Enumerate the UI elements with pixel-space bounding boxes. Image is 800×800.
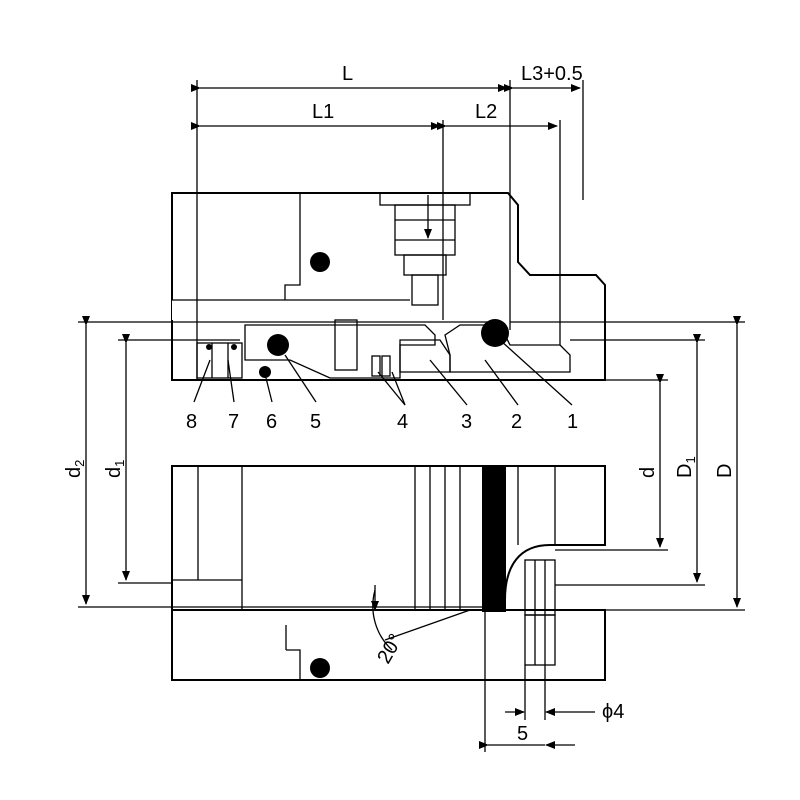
leader-lines bbox=[193, 339, 573, 406]
part-8: 8 bbox=[186, 411, 197, 433]
part-6: 6 bbox=[266, 411, 277, 433]
label-d2: d2 bbox=[63, 460, 87, 478]
part-2: 2 bbox=[511, 411, 522, 433]
seat-o-ring bbox=[481, 319, 509, 347]
label-D1: D1 bbox=[674, 456, 698, 478]
part-3: 3 bbox=[461, 411, 472, 433]
label-L: L bbox=[342, 63, 353, 85]
flush-port bbox=[379, 192, 471, 306]
label-D: D bbox=[714, 464, 736, 478]
label-angle: 20° bbox=[373, 630, 407, 667]
small-o-ring bbox=[259, 366, 271, 378]
label-d1: d1 bbox=[103, 460, 127, 478]
label-five: 5 bbox=[517, 723, 528, 745]
label-L3: L3+0.5 bbox=[521, 63, 583, 85]
drive-pin bbox=[524, 559, 556, 666]
part-5: 5 bbox=[310, 411, 321, 433]
dimension-lines bbox=[78, 80, 745, 752]
part-4: 4 bbox=[397, 411, 408, 433]
label-L1: L1 bbox=[312, 101, 334, 123]
part-7: 7 bbox=[228, 411, 239, 433]
seat-ring bbox=[444, 324, 571, 373]
springs bbox=[371, 355, 391, 377]
lower-section bbox=[171, 465, 606, 681]
part-1: 1 bbox=[567, 411, 578, 433]
drive-collar bbox=[196, 342, 243, 379]
label-L2: L2 bbox=[475, 101, 497, 123]
label-phi4: ϕ4 bbox=[602, 701, 624, 723]
label-d: d bbox=[637, 467, 659, 478]
inner-o-ring bbox=[267, 334, 289, 356]
gland-housing bbox=[171, 192, 606, 381]
housing-o-ring bbox=[310, 252, 330, 272]
